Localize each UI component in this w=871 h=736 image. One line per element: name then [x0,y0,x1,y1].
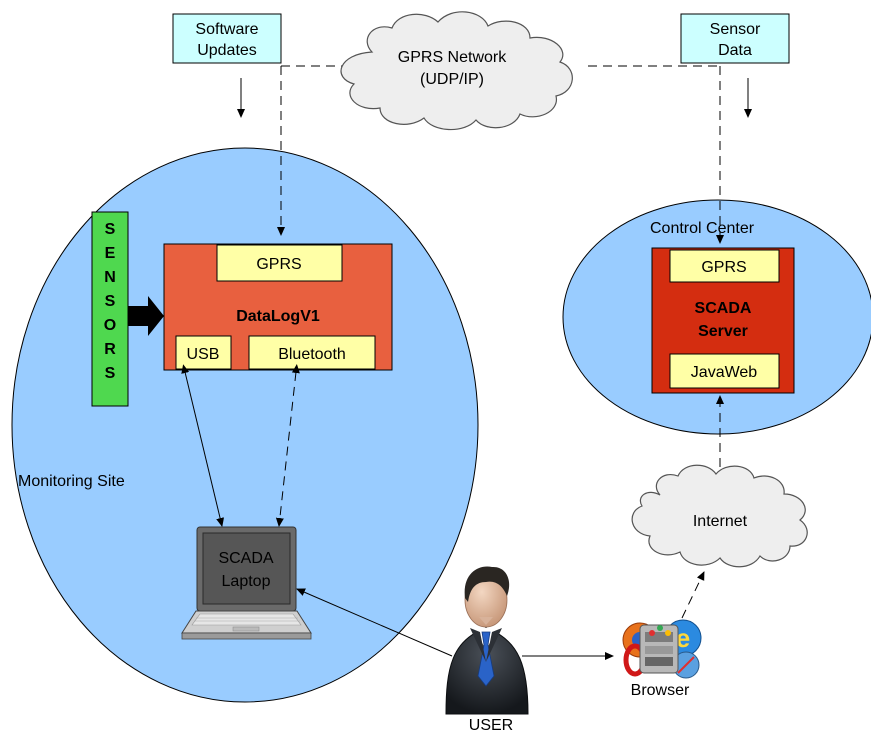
ie-logo-letter: e [676,623,690,653]
internet-label: Internet [693,513,748,530]
gprs-network-label-line2: (UDP/IP) [420,71,484,88]
sensors-letter: S [105,221,116,238]
datalog-title: DataLogV1 [236,308,320,325]
user-to-laptop-arrow [296,588,453,657]
bluetooth-laptop-link [275,364,300,527]
server-title-line1: SCADA [695,300,752,317]
software-updates-label-line1: Software [195,21,258,38]
sensors-letters: S E N S O R S [104,221,116,382]
datalog-gprs-label: GPRS [256,256,301,273]
browser-to-internet-dashed [681,571,705,619]
user-avatar [445,566,529,715]
browser-icons: e [622,619,702,679]
sensors-to-datalog-arrow [128,296,164,336]
sensor-data-label-line1: Sensor [710,21,761,38]
control-center-label: Control Center [650,220,755,237]
server-title-line2: Server [698,323,748,340]
sensor-data-label-line2: Data [718,42,752,59]
internet-cloud [631,464,808,568]
datalog-usb-label: USB [187,346,220,363]
laptop-label-line2: Laptop [222,573,271,590]
sensor-data-box [680,13,790,64]
scada-laptop: SCADA Laptop [181,526,312,640]
browser-label: Browser [631,682,690,699]
sensors-letter: N [104,269,116,286]
laptop-label-line1: SCADA [218,550,273,567]
sensors-letter: S [105,365,116,382]
datalog-gprs-module [216,244,343,282]
user-label: USER [469,717,513,734]
sensors-letter: O [104,317,116,334]
sensors-letter: E [105,245,116,262]
sensors-letter: R [104,341,116,358]
datalog-bluetooth-module [248,335,376,370]
server-javaweb-label: JavaWeb [691,364,758,381]
usb-laptop-link [181,364,225,527]
sensors-bar [91,211,129,407]
server-gprs-module [669,249,780,283]
datalog-usb-module [175,335,232,370]
datalog-bluetooth-label: Bluetooth [278,346,346,363]
server-gprs-label: GPRS [701,259,746,276]
gprs-network-cloud [340,11,573,131]
software-updates-box [172,13,282,64]
gprs-network-label-line1: GPRS Network [398,49,507,66]
monitoring-site-label: Monitoring Site [18,473,125,490]
software-updates-label-line2: Updates [197,42,257,59]
sensors-letter: S [105,293,116,310]
server-javaweb-module [669,353,780,389]
